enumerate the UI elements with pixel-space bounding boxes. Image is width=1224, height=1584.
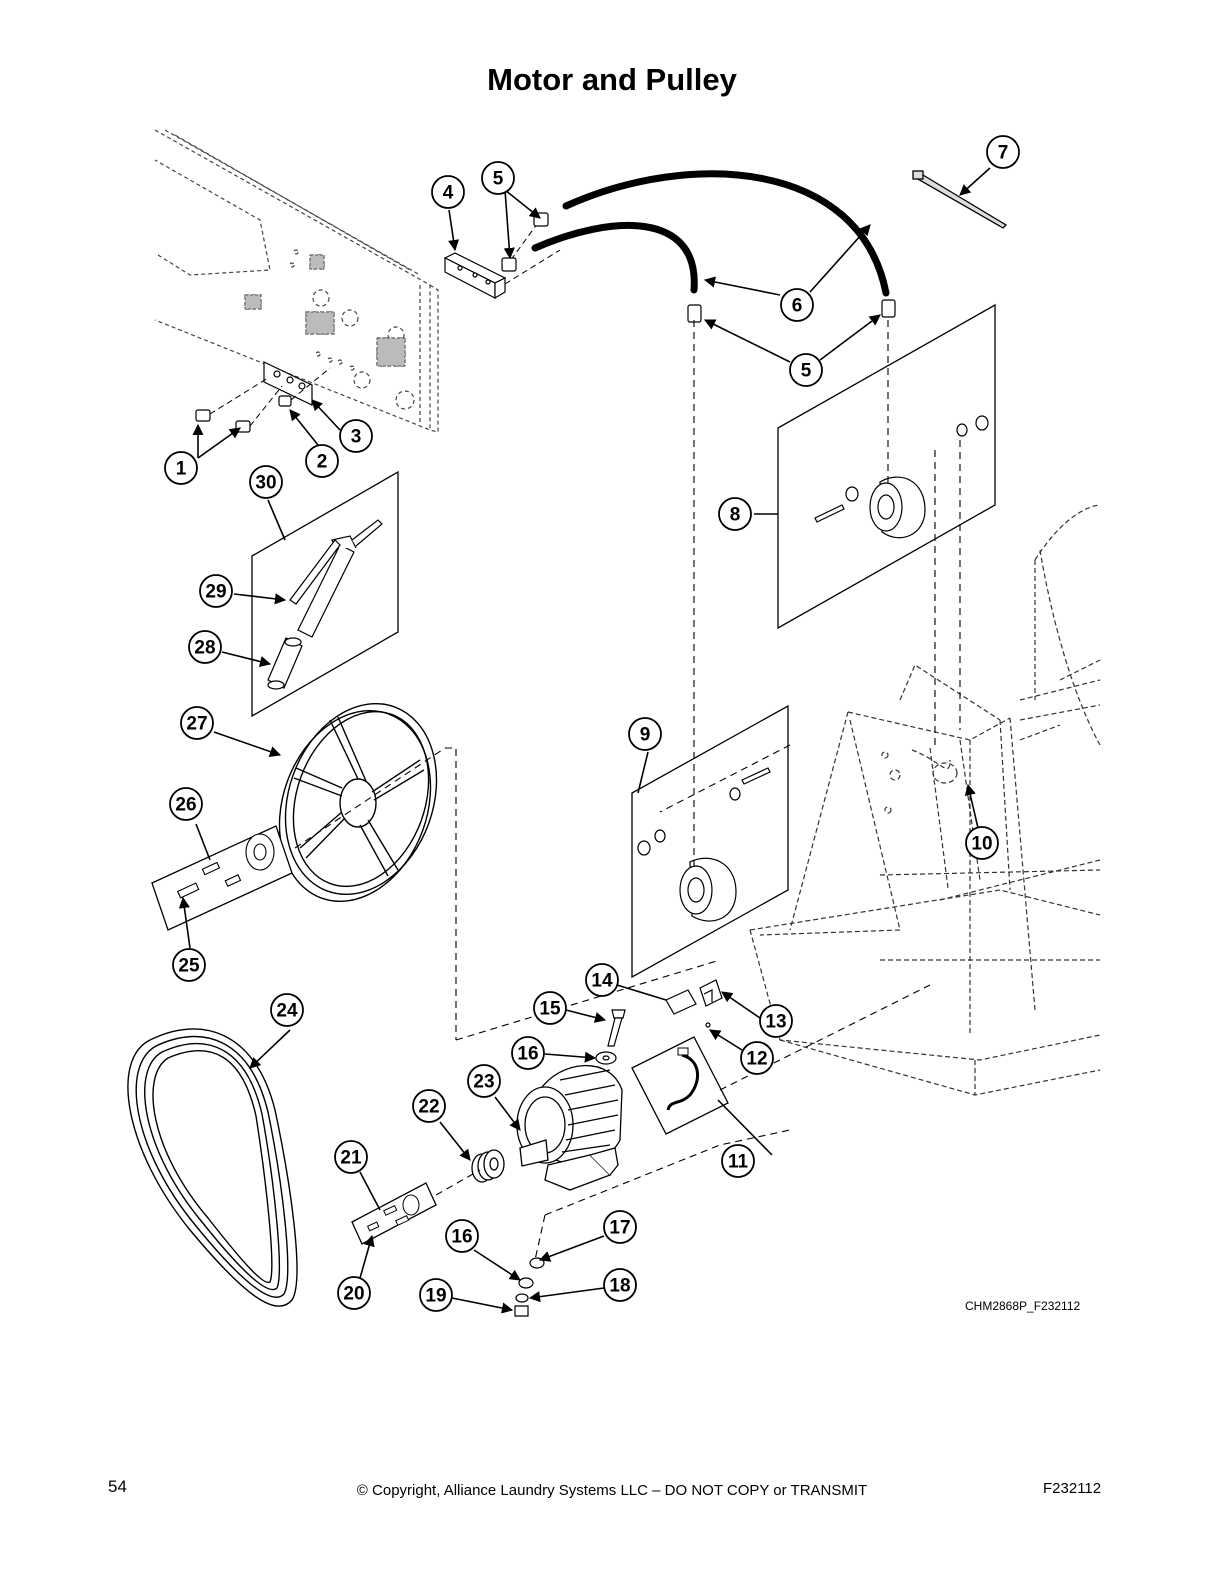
callout-label-11: 11 — [728, 1152, 749, 1173]
machine-frame — [749, 504, 1101, 1096]
drawing-id: CHM2868P_F232112 — [965, 1299, 1081, 1313]
callout-8 — [718, 497, 752, 531]
callout-label-26: 26 — [175, 795, 196, 816]
document-id: F232112 — [1043, 1480, 1102, 1497]
callout-17 — [603, 1210, 637, 1244]
callout-label-12: 12 — [746, 1049, 767, 1070]
motor-bushing-kit — [351, 1182, 437, 1245]
callout-10 — [965, 826, 999, 860]
callout-label-16a: 16 — [517, 1044, 538, 1065]
callout-label-24: 24 — [276, 1001, 298, 1022]
callout-label-15: 15 — [539, 999, 561, 1020]
callout-15 — [533, 991, 567, 1025]
callout-label-17: 17 — [609, 1218, 630, 1239]
callout-28 — [188, 630, 222, 664]
callout-21 — [334, 1140, 368, 1174]
sheave — [278, 702, 438, 903]
callout-label-4: 4 — [443, 183, 454, 204]
callout-label-23: 23 — [473, 1072, 494, 1093]
drive-belt — [127, 1028, 298, 1307]
page-title: Motor and Pulley — [487, 62, 737, 97]
grease-gun-kit — [251, 470, 399, 718]
callout-label-2: 2 — [317, 452, 328, 473]
callout-label-29: 29 — [205, 582, 226, 603]
bearing-kit-upper — [777, 303, 996, 630]
callout-bubbles — [164, 135, 1020, 1312]
callout-16b — [445, 1219, 479, 1253]
page-number: 54 — [108, 1477, 127, 1496]
callout-label-1: 1 — [176, 459, 187, 480]
callout-label-30: 30 — [255, 473, 276, 494]
callout-7 — [986, 135, 1020, 169]
callout-24 — [270, 993, 304, 1027]
callout-labels: 1 2 3 4 5 6 5 7 8 9 10 11 12 13 14 15 16… — [175, 143, 1008, 1307]
callout-19 — [419, 1278, 453, 1312]
callout-label-8: 8 — [730, 505, 741, 526]
callout-11 — [721, 1144, 755, 1178]
callout-18 — [603, 1268, 637, 1302]
callout-23 — [467, 1064, 501, 1098]
callout-9 — [628, 717, 662, 751]
motor-pulley — [471, 1149, 505, 1183]
callout-3 — [339, 419, 373, 453]
front-panel — [154, 129, 439, 433]
callout-14 — [585, 963, 619, 997]
callout-4 — [431, 175, 465, 209]
callout-13 — [759, 1004, 793, 1038]
callout-label-19: 19 — [425, 1286, 446, 1307]
bearing-kit-lower — [631, 704, 789, 979]
callout-label-21: 21 — [340, 1148, 362, 1169]
callout-label-28: 28 — [194, 638, 215, 659]
callout-label-13: 13 — [765, 1012, 786, 1033]
callout-16a — [511, 1036, 545, 1070]
callout-5b — [789, 353, 823, 387]
callout-30 — [249, 465, 283, 499]
callout-6 — [780, 288, 814, 322]
callout-12 — [740, 1041, 774, 1075]
assembly-lines — [294, 320, 961, 1261]
callout-label-14: 14 — [591, 971, 613, 992]
callout-label-18: 18 — [609, 1276, 630, 1297]
hoses — [531, 170, 890, 297]
fitting-block — [443, 252, 507, 300]
cable-tie — [912, 170, 1008, 229]
copyright-notice: © Copyright, Alliance Laundry Systems LL… — [356, 1482, 868, 1499]
panel-cutouts — [244, 254, 406, 367]
callout-label-22: 22 — [418, 1097, 439, 1118]
bushing-kit — [151, 825, 293, 931]
callout-26 — [169, 787, 203, 821]
callout-25 — [172, 948, 206, 982]
callout-label-9: 9 — [640, 725, 651, 746]
callout-leaders — [178, 167, 991, 1314]
callout-20 — [337, 1276, 371, 1310]
callout-label-10: 10 — [971, 834, 992, 855]
callout-29 — [199, 574, 233, 608]
callout-label-6: 6 — [792, 296, 803, 317]
callout-1 — [164, 451, 198, 485]
bracket-plate — [263, 361, 313, 406]
callout-label-27: 27 — [186, 714, 207, 735]
motor-bolt-and-washers — [514, 1009, 626, 1317]
callout-label-25: 25 — [178, 956, 200, 977]
callout-27 — [180, 706, 214, 740]
callout-label-7: 7 — [998, 143, 1009, 164]
callout-2 — [305, 444, 339, 478]
callout-label-5b: 5 — [801, 361, 812, 382]
callout-label-16b: 16 — [451, 1227, 472, 1248]
cable-clamp — [665, 979, 723, 1028]
hose-fittings — [501, 212, 896, 323]
callout-label-5a: 5 — [493, 169, 504, 190]
callout-22 — [412, 1089, 446, 1123]
callout-label-20: 20 — [343, 1284, 364, 1305]
callout-label-3: 3 — [351, 427, 362, 448]
callout-5a — [481, 161, 515, 195]
motor — [516, 1064, 623, 1191]
ground-wire-kit — [631, 1036, 729, 1135]
